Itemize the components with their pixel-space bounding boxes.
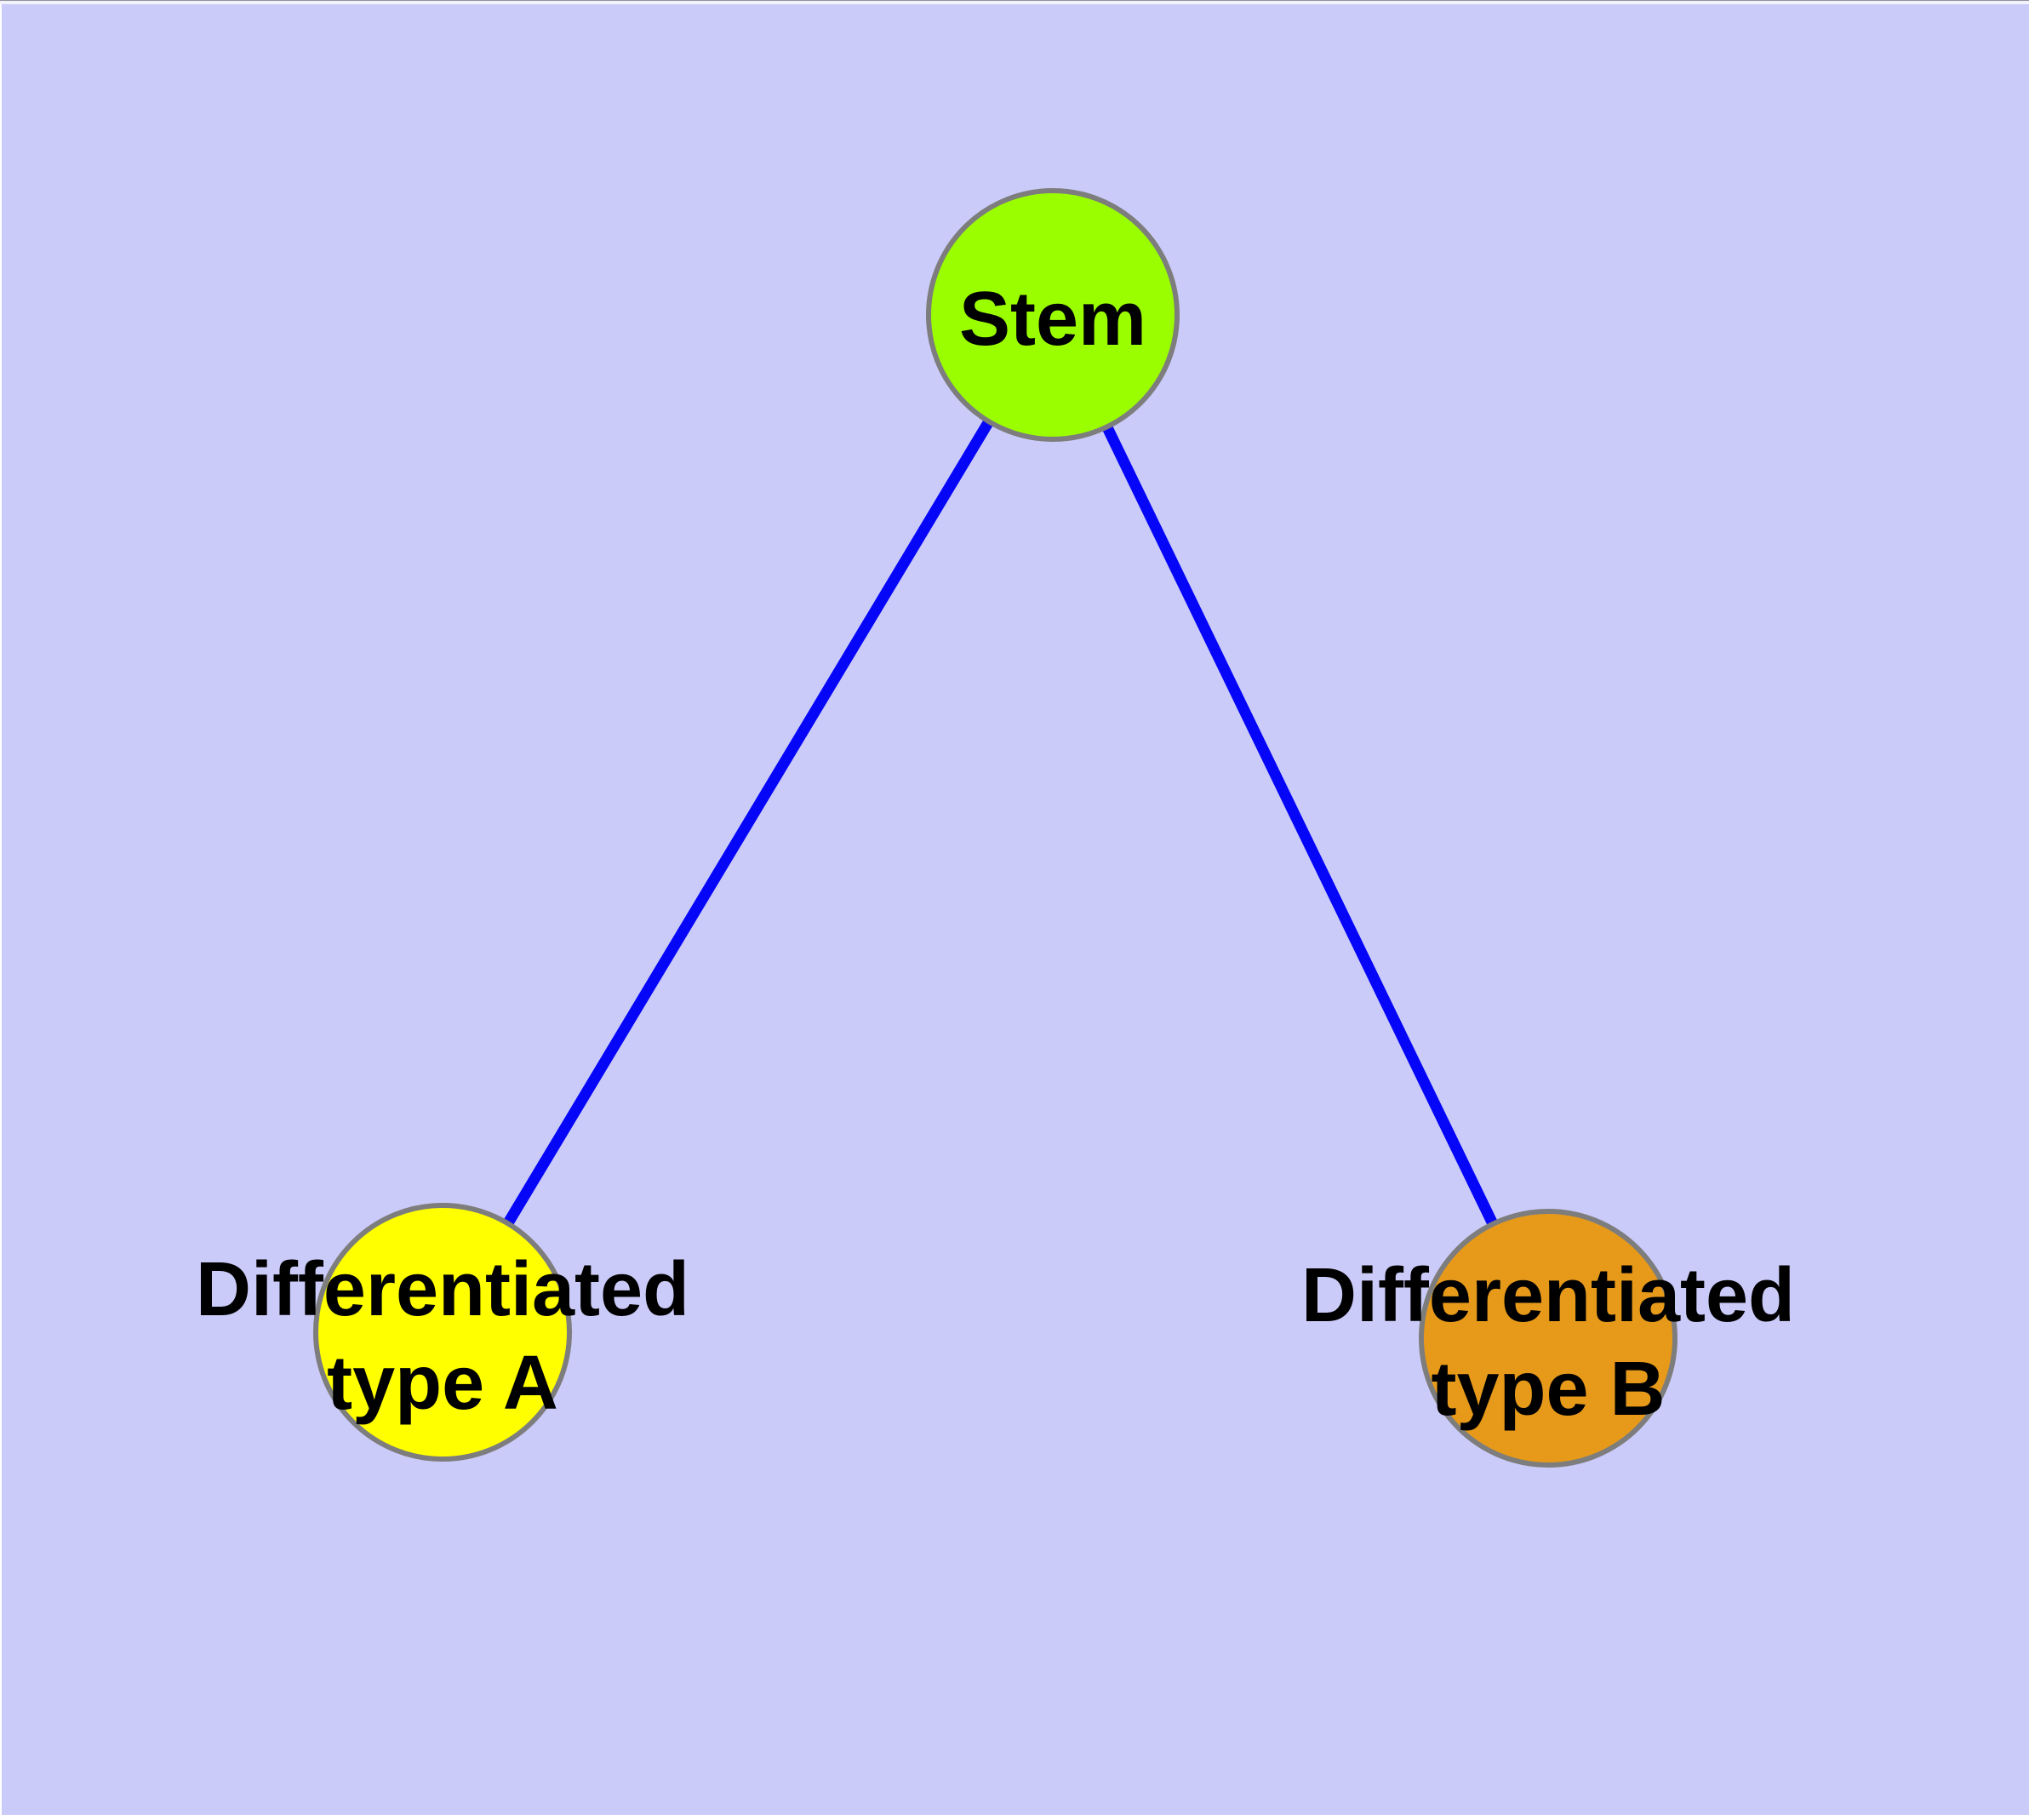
node-type-b-label-line1: Differentiated [1301, 1253, 1795, 1338]
node-type-a-label-line1: Differentiated [196, 1247, 689, 1332]
node-type-b-circle [1419, 1209, 1677, 1468]
node-stem: Stem [926, 188, 1180, 442]
node-stem-label-line1: Stem [959, 277, 1146, 362]
node-type-a-circle [313, 1203, 572, 1462]
edge-stem-to-typeA [437, 312, 1058, 1336]
edge-stem-to-typeB [1048, 312, 1553, 1341]
node-differentiated-type-b: Differentiated type B [1301, 1209, 1795, 1468]
node-type-b-label: Differentiated type B [1301, 1253, 1795, 1432]
node-type-a-label-line2: type A [327, 1341, 558, 1426]
node-type-b-label-line2: type B [1431, 1347, 1665, 1432]
node-stem-label: Stem [959, 277, 1146, 362]
node-differentiated-type-a: Differentiated type A [196, 1203, 689, 1462]
top-border-line [0, 0, 2029, 4]
node-type-a-label: Differentiated type A [196, 1247, 689, 1426]
node-stem-circle [926, 188, 1180, 442]
